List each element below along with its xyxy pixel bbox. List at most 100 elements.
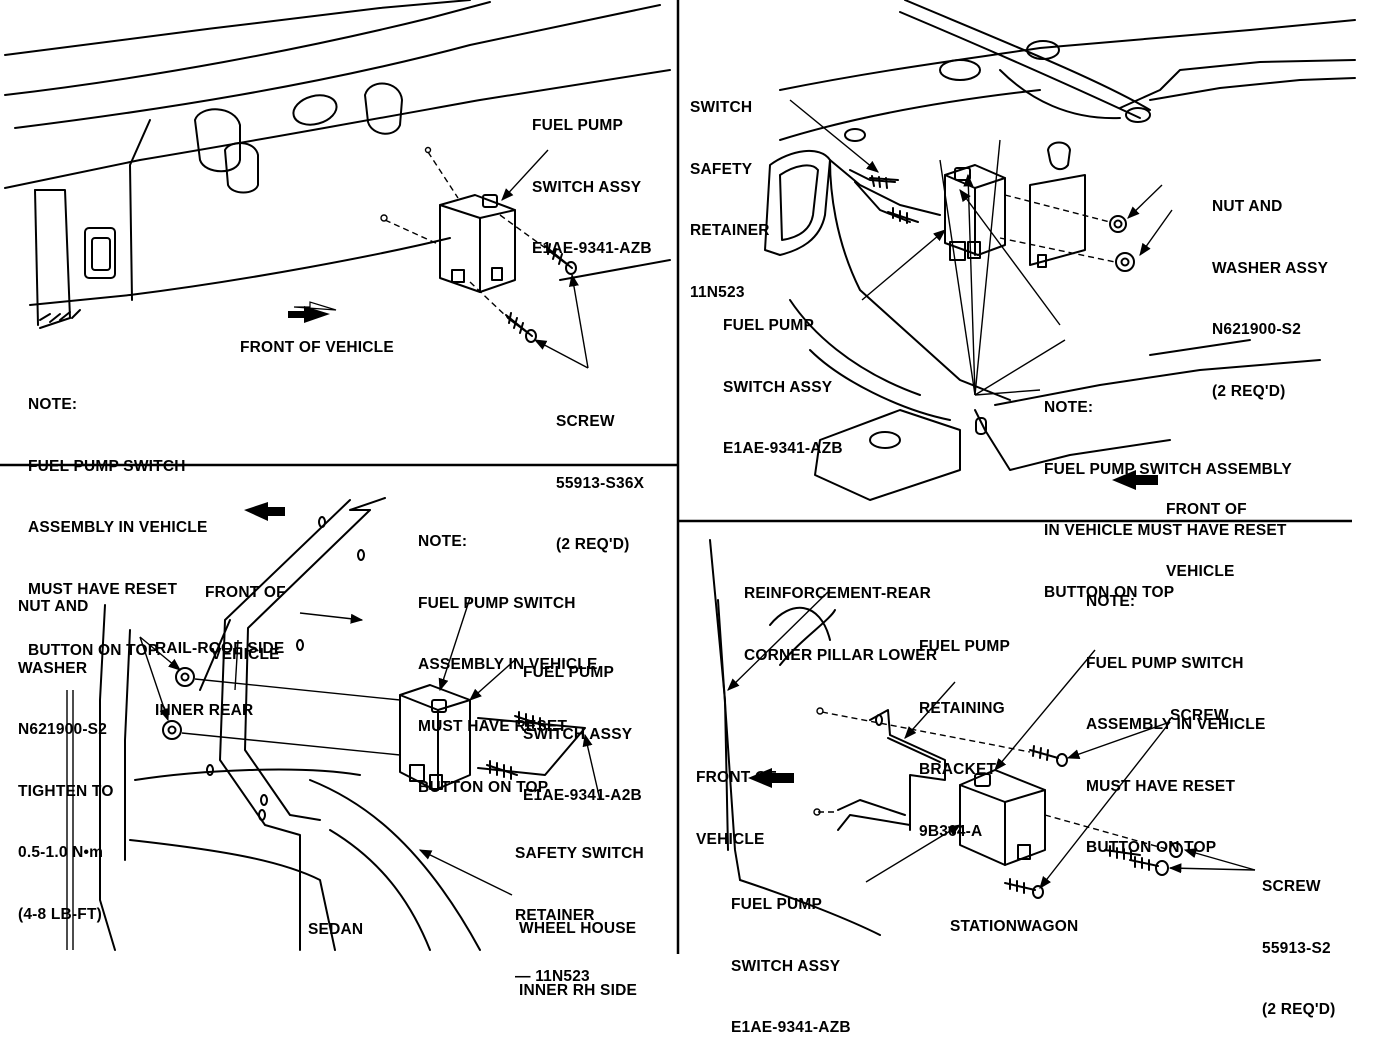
label-line: RETAINER [690,222,770,239]
label-line: SCREW [1262,878,1321,895]
screw-spec-label-br: SCREW 55913-S2 (2 REQ'D) [1262,836,1336,1041]
label-line: (2 REQ'D) [556,536,630,553]
label-line: NOTE: [1086,593,1136,610]
nut-washer-label-bl: NUT AND WASHER N621900-S2 TIGHTEN TO 0.5… [18,556,114,946]
label-line: NUT AND [1212,198,1283,215]
label-line: ASSEMBLY IN VEHICLE [1086,716,1266,733]
note-label-tr: NOTE: FUEL PUMP SWITCH ASSEMBLY IN VEHIC… [1044,357,1292,624]
label-line: ASSEMBLY IN VEHICLE [418,656,598,673]
label-line: (4-8 LB-FT) [18,905,102,923]
label-line: BUTTON ON TOP. [28,642,161,659]
label-line: E1AE-9341-A2B [523,787,642,804]
label-line: FUEL PUMP SWITCH [28,457,186,475]
label-line: CORNER PILLAR LOWER [744,646,938,664]
label-line: NOTE: [1044,399,1094,416]
label-line: FRONT OF [1166,501,1247,518]
label-line: MUST HAVE RESET [1086,777,1236,795]
fuel-pump-switch-diagram [0,0,1376,954]
stationwagon-caption: STATIONWAGON [950,918,1079,935]
label-line: SWITCH ASSY [532,178,642,196]
label-line: N621900-S2 [18,721,108,738]
label-line: VEHICLE [696,830,765,848]
label-line: WASHER [18,659,88,677]
label-line: FUEL PUMP [723,317,815,334]
note-label-br: NOTE: FUEL PUMP SWITCH ASSEMBLY IN VEHIC… [1086,551,1266,879]
label-line: 0.5-1.0 N•m [18,844,104,861]
label-line: SWITCH ASSY [723,378,833,396]
panel-bottom-right-leaders [727,590,1255,889]
label-line: 55913-S2 [1262,939,1331,957]
panel-top-left-leaders [385,150,588,368]
label-line: WASHER ASSY [1212,259,1329,277]
label-line: SCREW [556,413,615,430]
label-line: MUST HAVE RESET [418,717,568,735]
rail-roof-label-bl: RAIL-ROOF SIDE INNER REAR [155,598,284,742]
label-line: SWITCH ASSY [731,957,841,975]
front-of-vehicle-label-br: FRONT OF VEHICLE [696,727,777,871]
front-arrow-icon [1112,470,1158,490]
label-line: NOTE: [418,533,468,550]
dot-hole [426,148,431,153]
label-line: N621900-S2 [1212,321,1302,338]
label-line: FUEL PUMP SWITCH ASSEMBLY [1044,460,1292,478]
front-of-vehicle-label-tl: FRONT OF VEHICLE [240,339,394,356]
label-line: FUEL PUMP SWITCH [1086,654,1244,672]
front-arrow-icon [288,302,336,323]
reinforcement-label-br: REINFORCEMENT-REAR CORNER PILLAR LOWER [744,543,937,687]
label-line: FUEL PUMP SWITCH [418,594,576,612]
label-line: TIGHTEN TO [18,782,114,800]
label-line: SAFETY [690,160,753,178]
label-line: BUTTON ON TOP [1044,583,1175,601]
label-line: 9B364-A [919,822,983,840]
label-line: E1AE-9341-AZB [723,440,843,457]
label-line: SAFETY SWITCH [515,845,644,862]
screw-label-br: SCREW [1170,707,1229,724]
label-line: E1AE-9341-AZB [731,1019,851,1036]
screw-label-tl: SCREW 55913-S36X (2 REQ'D) [556,371,644,576]
panel-top-right-leaders [790,100,1172,395]
label-line: BUTTON ON TOP [1086,839,1217,856]
label-line: WHEEL HOUSE [519,920,637,937]
front-arrow-icon [244,502,285,521]
label-line: 11N523 [690,283,745,301]
label-line: VEHICLE [211,645,280,663]
label-line: (2 REQ'D) [1262,1001,1336,1018]
dot-hole [381,215,387,221]
sedan-caption: SEDAN [308,921,364,938]
bracket-label-br: FUEL PUMP RETAINING BRACKET 9B364-A [919,596,1010,863]
label-line: FRONT OF [205,584,286,601]
front-arrow-icon [748,768,794,788]
label-line: RAIL-ROOF SIDE [155,640,285,657]
label-line: RETAINER [515,906,595,924]
label-line: IN VEHICLE MUST HAVE RESET [1044,522,1287,539]
label-line: NOTE: [28,396,78,413]
label-line: SWITCH [690,99,753,116]
label-line: FUEL PUMP [532,117,624,134]
label-line: RETAINING [919,699,1005,717]
label-line: FUEL PUMP [731,896,823,913]
panel-top-right-art [765,0,1355,500]
label-line: BUTTON ON TOP [418,779,549,796]
retainer-label-tr: SWITCH SAFETY RETAINER 11N523 [690,57,770,324]
label-line: (2 REQ'D) [1212,382,1286,400]
label-line: FUEL PUMP [523,664,615,681]
label-line: MUST HAVE RESET [28,580,178,598]
note-label-bl: NOTE: FUEL PUMP SWITCH ASSEMBLY IN VEHIC… [418,491,598,819]
switch-assy-label-bl: FUEL PUMP SWITCH ASSY E1AE-9341-A2B [523,622,642,827]
switch-assy-label-br: FUEL PUMP SWITCH ASSY E1AE-9341-AZB [731,854,851,1059]
panel-bottom-right-art [710,540,1182,935]
label-line: E1AE-9341-AZB [532,240,652,257]
label-line: FRONT OF [696,769,777,786]
panel-bottom-left-leaders [65,598,600,950]
panel-bottom-left-art [100,498,585,950]
label-line: BRACKET [919,761,997,778]
label-line: SWITCH ASSY [523,725,633,743]
panel-top-left-art [5,0,670,342]
label-line: 55913-S36X [556,474,645,492]
switch-assy-label-tl: FUEL PUMP SWITCH ASSY E1AE-9341-AZB [532,75,652,280]
nut-washer-label-tr: NUT AND WASHER ASSY N621900-S2 (2 REQ'D) [1212,156,1328,423]
switch-assy-label-tr: FUEL PUMP SWITCH ASSY E1AE-9341-AZB [723,275,843,480]
label-line: REINFORCEMENT-REAR [744,585,932,602]
label-line: INNER RH SIDE [519,981,638,999]
label-line: INNER REAR [155,701,254,719]
